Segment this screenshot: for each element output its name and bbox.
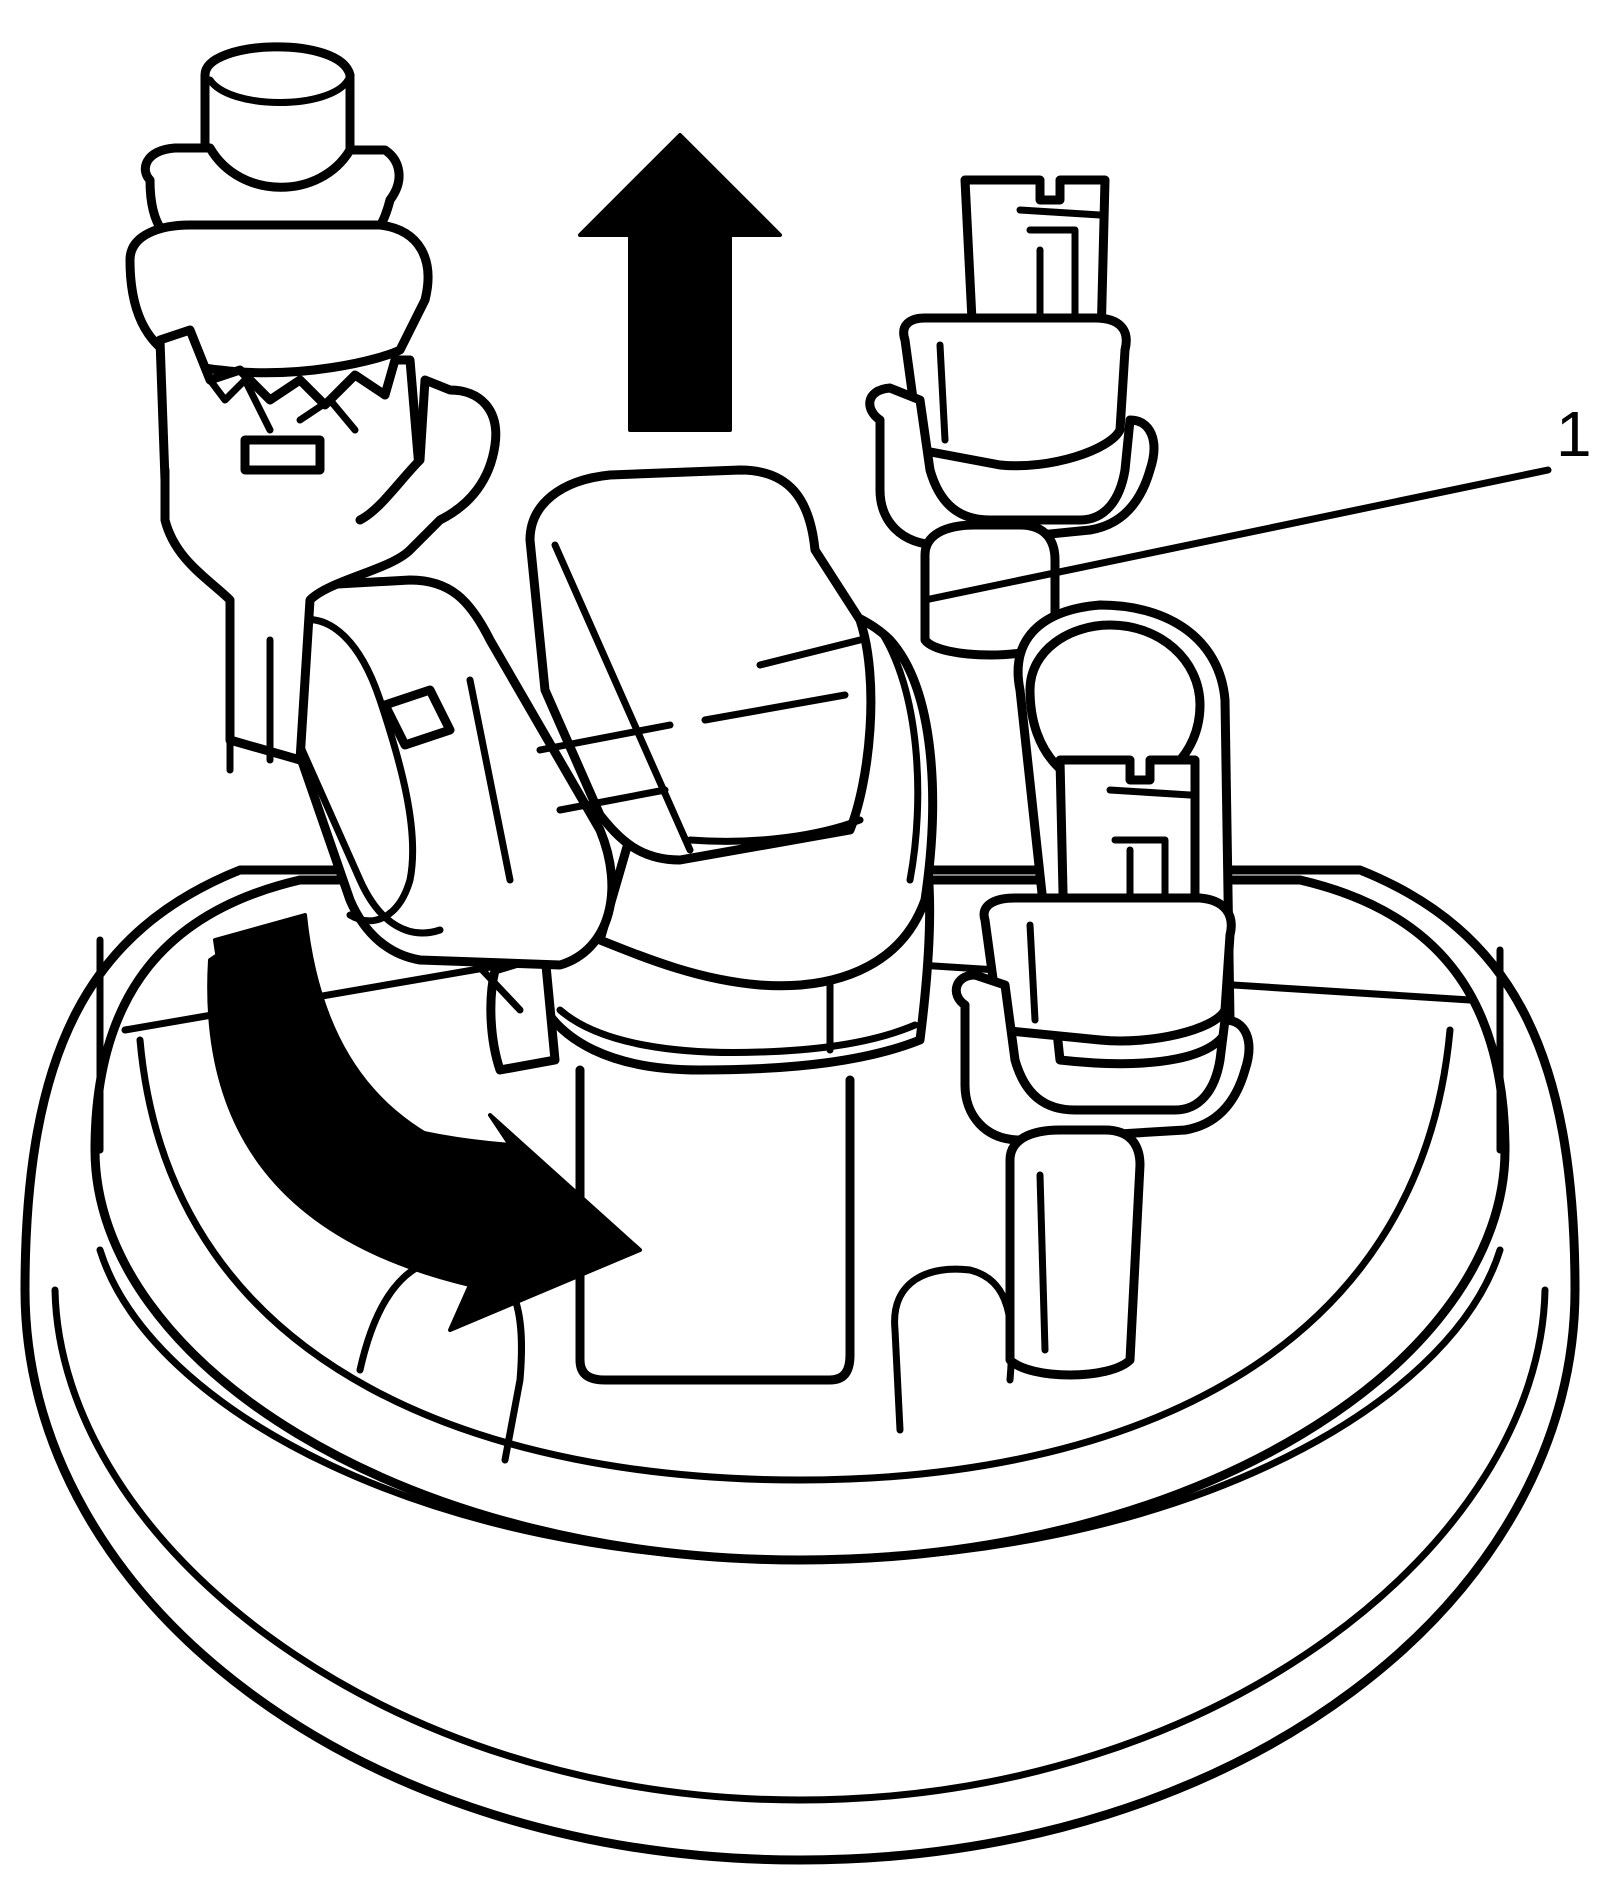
callout-leader-line bbox=[921, 466, 1552, 604]
pipe-fitting-left bbox=[125, 42, 501, 774]
curved-arrow-body bbox=[213, 913, 547, 1252]
arrow-up-icon bbox=[578, 133, 782, 432]
callout-label-1: 1 bbox=[1556, 398, 1592, 470]
terminal-lower-right bbox=[951, 755, 1254, 1380]
terminal-upper-right bbox=[865, 175, 1159, 660]
electrical-connector bbox=[255, 465, 938, 991]
